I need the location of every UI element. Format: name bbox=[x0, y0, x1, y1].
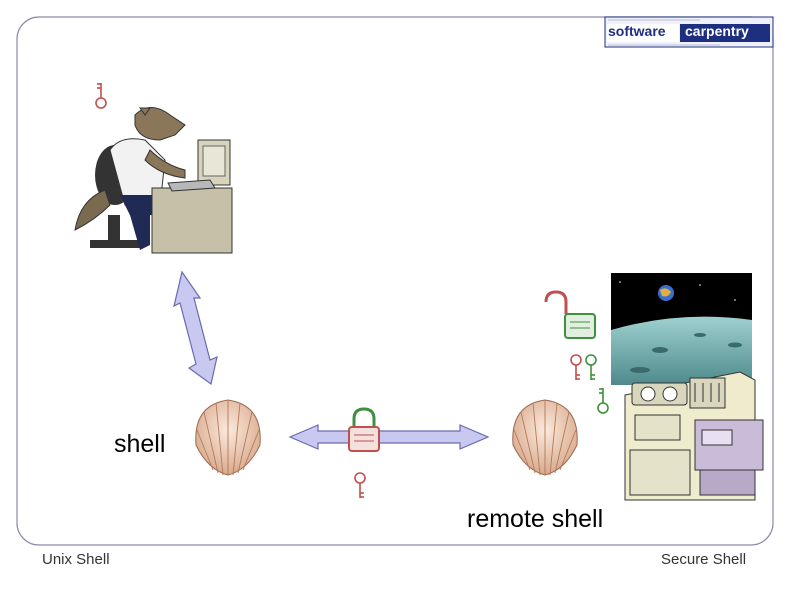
logo-word-software: software bbox=[608, 23, 666, 39]
remote-shell-label: remote shell bbox=[467, 505, 604, 533]
remote-computer bbox=[624, 371, 764, 501]
moon-landscape bbox=[611, 273, 752, 385]
key-icon bbox=[354, 472, 366, 499]
shell-icon bbox=[195, 399, 261, 476]
key-icon bbox=[585, 354, 597, 381]
key-icon bbox=[95, 82, 107, 109]
padlock-unlocked-icon bbox=[544, 290, 596, 339]
padlock-locked-icon bbox=[348, 407, 380, 452]
wolf-at-computer bbox=[74, 107, 233, 254]
footer-left-title: Unix Shell bbox=[42, 551, 110, 568]
arrow-shell-to-remote bbox=[288, 424, 490, 450]
logo-word-carpentry: carpentry bbox=[685, 23, 749, 39]
footer-right-title: Secure Shell bbox=[661, 551, 747, 568]
logo bbox=[604, 16, 774, 48]
slide-border bbox=[16, 16, 774, 546]
shell-icon bbox=[512, 399, 578, 476]
key-icon bbox=[570, 354, 582, 381]
shell-label: shell bbox=[114, 430, 166, 458]
key-icon bbox=[597, 387, 609, 414]
arrow-wolf-to-shell bbox=[173, 270, 218, 386]
